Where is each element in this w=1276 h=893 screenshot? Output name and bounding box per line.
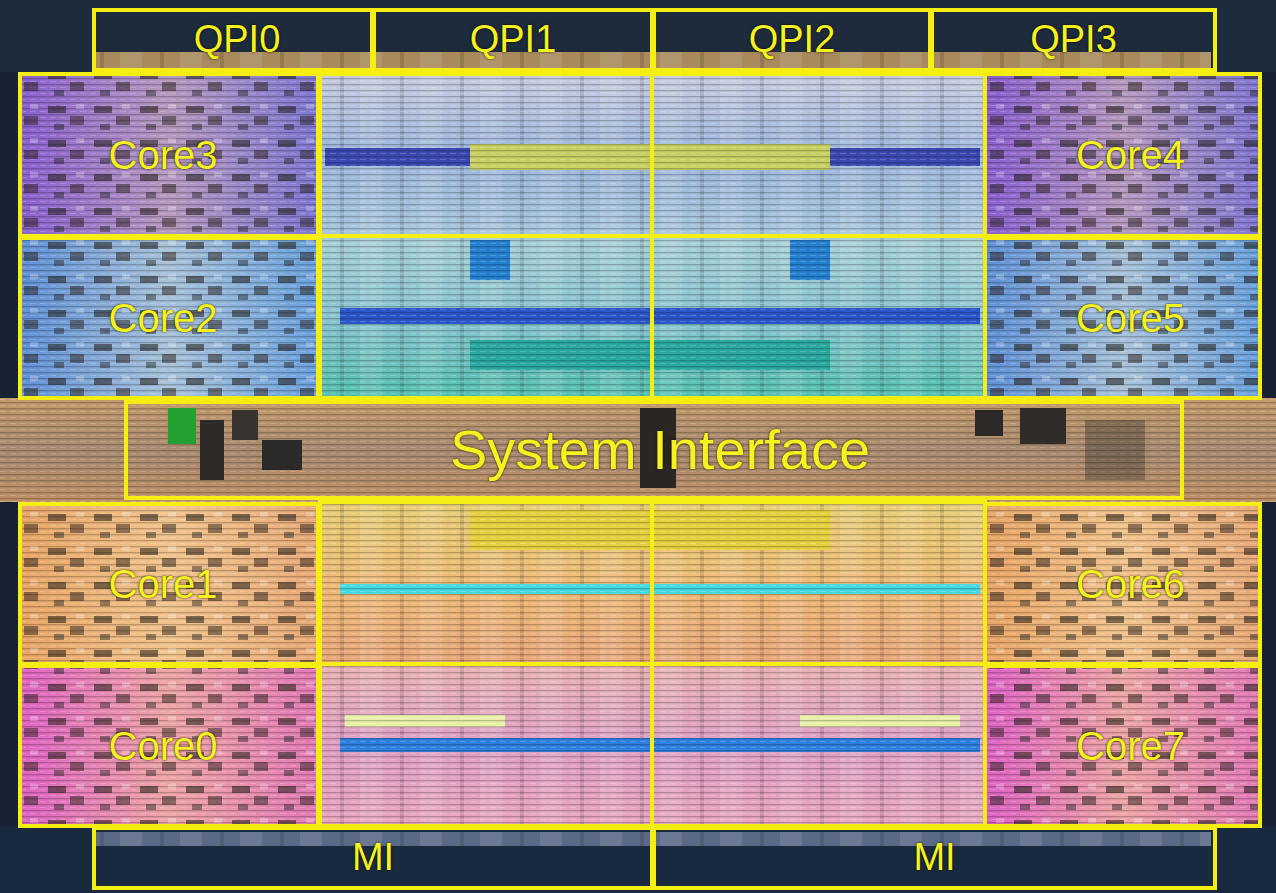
region-label: Core4 [1076, 133, 1185, 177]
logic-block [1020, 408, 1066, 444]
region-label: Core7 [1076, 724, 1185, 768]
qpi-port: QPI2 [652, 8, 932, 72]
logic-block [200, 420, 224, 480]
logic-block [232, 410, 258, 440]
region-label: Core3 [109, 133, 218, 177]
core-block: Core3 [18, 72, 320, 238]
region-label: Core0 [109, 724, 218, 768]
cache-outline [320, 74, 652, 236]
region-label: MI [913, 837, 955, 879]
core-block: Core4 [983, 72, 1262, 238]
system-band [0, 398, 1276, 502]
qpi-strip [0, 0, 1276, 72]
logic-block [975, 410, 1003, 436]
cache-outline [320, 502, 652, 664]
region-label: QPI1 [470, 19, 557, 61]
logic-block [1085, 420, 1145, 480]
logic-block [262, 440, 302, 470]
cache-outline [652, 664, 985, 826]
region-label: MI [352, 837, 394, 879]
cache-outline [320, 664, 652, 826]
region-outlines [320, 74, 985, 826]
region-label: QPI0 [194, 19, 281, 61]
region-label: QPI2 [749, 19, 836, 61]
cache-outline [652, 74, 985, 236]
system-interface-band: System Interface [124, 400, 1184, 500]
core-block: Core7 [983, 664, 1262, 828]
cache-outline [652, 236, 985, 398]
region-label: QPI3 [1030, 19, 1117, 61]
system-band-texture [0, 398, 1276, 502]
core-block: Core1 [18, 502, 320, 666]
memory-interface: MI [652, 826, 1217, 890]
region-label: Core2 [109, 296, 218, 340]
logic-block [168, 408, 196, 444]
core-block: Core0 [18, 664, 320, 828]
qpi-port: QPI0 [92, 8, 374, 72]
core-block: Core2 [18, 236, 320, 400]
region-label: Core5 [1076, 296, 1185, 340]
core-block: Core6 [983, 502, 1262, 666]
core-block: Core5 [983, 236, 1262, 400]
memory-interface: MI [92, 826, 654, 890]
band-label: System Interface [450, 419, 870, 481]
cache-outline [320, 236, 652, 398]
region-label: Core1 [109, 562, 218, 606]
qpi-port: QPI1 [372, 8, 654, 72]
mi-strip [0, 826, 1276, 893]
cache-outline [652, 502, 985, 664]
qpi-port: QPI3 [930, 8, 1217, 72]
region-label: Core6 [1076, 562, 1185, 606]
